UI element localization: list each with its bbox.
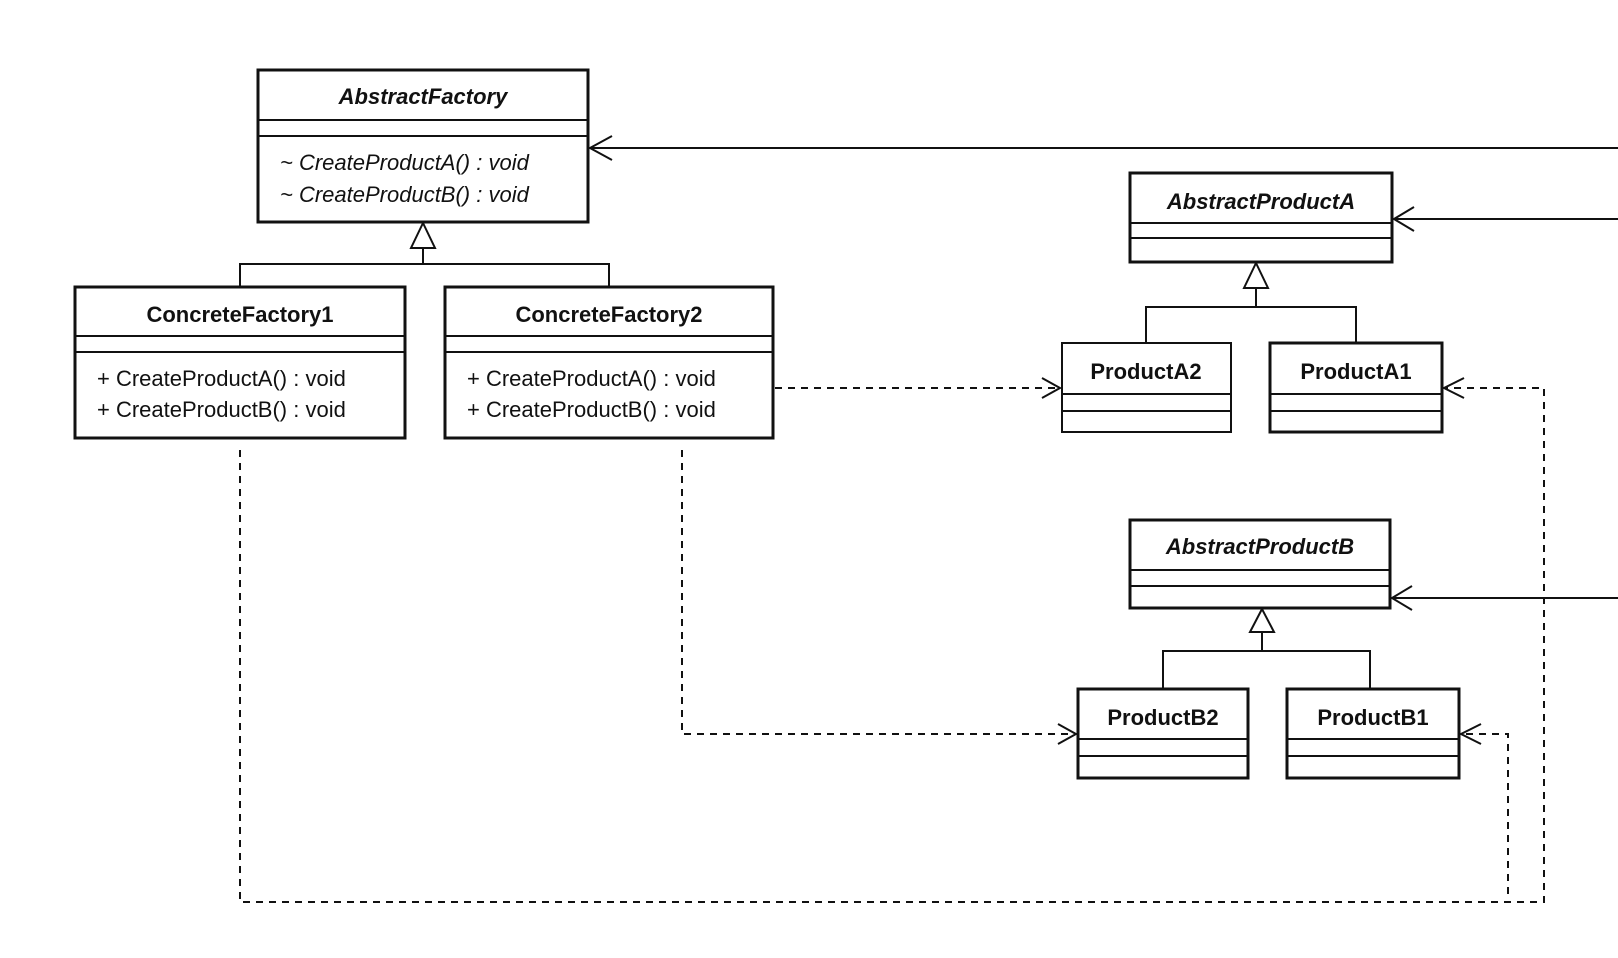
dependency-line: [1461, 733, 1509, 894]
dependency-cf1-to-product-a1: [239, 377, 1545, 903]
open-arrowhead: [1458, 723, 1482, 745]
generalization-arrowhead: [1242, 260, 1270, 289]
class-abstract-product-b[interactable]: AbstractProductB: [1128, 518, 1392, 610]
class-box: [1128, 171, 1394, 264]
association-to-abstract-product-b: [1390, 585, 1618, 611]
class-box: [256, 68, 590, 224]
class-name: ConcreteFactory1: [146, 302, 333, 327]
generalization-line: [239, 263, 610, 287]
dependency-cf1-to-product-b1: [1458, 723, 1509, 894]
dependency-line: [681, 450, 1076, 735]
generalization-line: [1162, 650, 1371, 689]
class-box: [443, 285, 775, 440]
open-arrowhead: [1441, 377, 1465, 399]
class-name: AbstractProductB: [1165, 534, 1354, 559]
association-to-abstract-factory: [587, 135, 1618, 161]
class-box: [1076, 687, 1250, 780]
dependency-cf2-to-product-a2: [775, 377, 1063, 399]
open-arrowhead: [1041, 377, 1063, 399]
class-box: [1285, 687, 1461, 780]
class-name: ProductA1: [1300, 359, 1411, 384]
open-arrowhead: [1390, 585, 1413, 611]
class-box: [1268, 341, 1444, 434]
open-arrowhead: [1057, 723, 1079, 745]
generalization-products-b: [1162, 606, 1371, 689]
dependency-cf2-to-product-b2: [681, 450, 1079, 745]
class-name: ProductB1: [1317, 705, 1428, 730]
class-concrete-factory1[interactable]: ConcreteFactory1 + CreateProductA() : vo…: [73, 285, 407, 440]
class-box: [1128, 518, 1392, 610]
generalization-line: [1145, 306, 1357, 343]
class-name: ConcreteFactory2: [515, 302, 702, 327]
operation: ~ CreateProductA() : void: [280, 150, 530, 175]
operation: + CreateProductA() : void: [467, 366, 716, 391]
generalization-arrowhead: [409, 220, 437, 249]
generalization-arrowhead: [1248, 606, 1276, 633]
operation: ~ CreateProductB() : void: [280, 182, 530, 207]
class-product-a2[interactable]: ProductA2: [1061, 342, 1232, 433]
open-arrowhead: [587, 135, 613, 161]
operation: + CreateProductA() : void: [97, 366, 346, 391]
operation: + CreateProductB() : void: [467, 397, 716, 422]
dependency-line: [239, 387, 1545, 903]
class-name: ProductB2: [1107, 705, 1218, 730]
class-product-b1[interactable]: ProductB1: [1285, 687, 1461, 780]
class-product-b2[interactable]: ProductB2: [1076, 687, 1250, 780]
class-name: AbstractFactory: [338, 84, 509, 109]
class-product-a1[interactable]: ProductA1: [1268, 341, 1444, 434]
association-to-abstract-product-a: [1392, 206, 1618, 232]
class-abstract-product-a[interactable]: AbstractProductA: [1128, 171, 1394, 264]
generalization-factories: [239, 220, 610, 287]
class-name: ProductA2: [1090, 359, 1201, 384]
class-box: [1061, 342, 1232, 433]
class-name: AbstractProductA: [1166, 189, 1355, 214]
generalization-products-a: [1145, 260, 1357, 343]
class-concrete-factory2[interactable]: ConcreteFactory2 + CreateProductA() : vo…: [443, 285, 775, 440]
class-abstract-factory[interactable]: AbstractFactory ~ CreateProductA() : voi…: [256, 68, 590, 224]
open-arrowhead: [1392, 206, 1415, 232]
operation: + CreateProductB() : void: [97, 397, 346, 422]
